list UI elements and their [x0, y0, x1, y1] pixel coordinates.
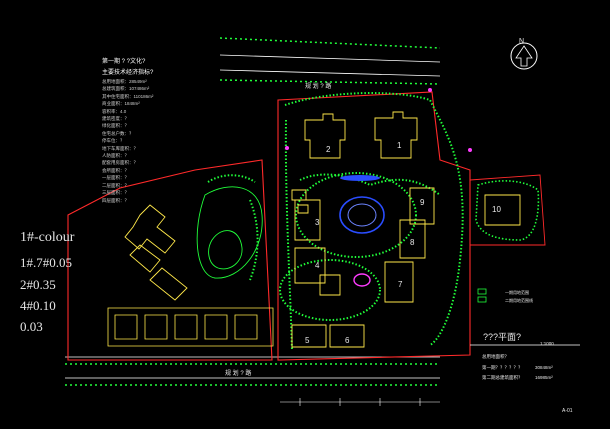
- note-line: 会所面积：？: [102, 167, 129, 173]
- building-number-6: 6: [345, 336, 350, 345]
- north-arrow: N: [510, 38, 538, 70]
- building-7: [384, 261, 414, 303]
- building-4: [294, 247, 326, 284]
- note-line: 住宅总户数：？: [102, 130, 134, 136]
- sheet-number: A-01: [562, 408, 573, 414]
- building-number-4: 4: [315, 261, 320, 270]
- building-8: [399, 219, 426, 259]
- title-block-row-2: 第一期？？？？？？: [482, 364, 523, 371]
- note-line: 二层面积：？: [102, 182, 129, 188]
- note-line: 一层面积：？: [102, 175, 129, 181]
- west-trees: [207, 174, 259, 281]
- building-small-b: [319, 274, 341, 296]
- building-number-7: 7: [398, 280, 403, 289]
- site-boundary-west: [67, 159, 273, 361]
- east-satellite-site: [469, 174, 546, 246]
- building-6: [329, 324, 365, 348]
- west-area: [107, 174, 274, 347]
- title-block-row-1: 总用地面积？: [482, 353, 509, 360]
- building-5: [291, 324, 327, 348]
- title-block: ???平面? 1:1000 总用地面积？ 第一期？？？？？？ 30848m² 第…: [470, 332, 580, 414]
- main-site-vegetation: [279, 92, 464, 351]
- building-number-10: 10: [492, 205, 501, 214]
- note-line: 人防面积：？: [102, 153, 129, 159]
- plan-legend: 一期用地范围 二期用地范围线: [477, 288, 533, 303]
- title-block-row-3-value: 16985m²: [535, 375, 553, 380]
- note-line: 地下车库面积：？: [102, 145, 138, 151]
- buildings-main: [291, 111, 521, 348]
- building-number-5: 5: [305, 336, 310, 345]
- west-buildings-cluster: [124, 204, 188, 301]
- note-line: 绿化面积：？: [102, 123, 129, 129]
- building-2: [304, 113, 346, 159]
- technical-notes-block: 第一期 ? ?文化? 主要技术经济指标? 总用地面积：28549m² 总建筑面积…: [102, 56, 202, 204]
- site-boundary-main: [277, 91, 471, 361]
- building-number-1: 1: [397, 141, 402, 150]
- line-weight-item-1: 1#.7#0.05: [20, 255, 72, 270]
- top-road: 规 划 ? 路: [219, 37, 441, 90]
- west-green-lawn-inner: [208, 230, 243, 270]
- building-number-labels: 1 2 3 4 5 6 7 8 9 10: [305, 141, 501, 345]
- note-line: 停车位：？: [102, 138, 125, 144]
- building-9: [409, 187, 435, 225]
- note-line: 三层面积：？: [102, 190, 129, 196]
- line-weight-item-4: 0.03: [20, 319, 43, 334]
- west-row-houses: [107, 307, 274, 347]
- north-arrow-label: N: [519, 38, 524, 45]
- building-small-a: [291, 189, 307, 201]
- notes-title: 第一期 ? ?文化?: [102, 59, 146, 65]
- note-line: 总用地面积：28549m²: [102, 79, 147, 84]
- top-road-label: 规 划 ? 路: [305, 82, 331, 90]
- note-line: 商业面积：1848m²: [102, 101, 140, 107]
- building-number-8: 8: [410, 238, 415, 247]
- notes-subtitle: 主要技术经济指标?: [102, 70, 154, 76]
- bottom-road-label: 规 划 ? 路: [225, 369, 251, 377]
- building-10: [484, 194, 521, 226]
- building-1: [374, 111, 418, 159]
- title-block-scale: 1:1000: [540, 341, 554, 346]
- magenta-markers: [285, 88, 472, 152]
- dimension-lines: [280, 398, 440, 406]
- note-line: 四层面积：？: [102, 197, 129, 203]
- note-line: 总建筑面积：107486m²: [102, 86, 150, 92]
- line-weight-heading: 1#-colour: [20, 230, 75, 245]
- west-green-lawn: [196, 186, 263, 279]
- plan-legend-item-1: 一期用地范围: [505, 289, 529, 295]
- central-water-feature: [339, 175, 385, 287]
- title-block-row-3: 第二期总建筑面积？: [482, 374, 523, 381]
- title-block-row-2-value: 30848m²: [535, 365, 553, 370]
- title-block-title: ???平面?: [483, 332, 521, 342]
- building-number-3: 3: [315, 218, 320, 227]
- note-line: 容积率：4.0: [102, 108, 127, 114]
- note-line: 建筑密度：？: [102, 116, 129, 122]
- building-number-2: 2: [326, 145, 331, 154]
- line-weight-item-3: 4#0.10: [20, 298, 56, 313]
- building-3: [294, 199, 321, 241]
- plan-legend-item-2: 二期用地范围线: [505, 297, 533, 303]
- note-line: 配套用房面积：？: [102, 160, 138, 166]
- building-number-9: 9: [420, 198, 425, 207]
- line-weight-item-2: 2#0.35: [20, 277, 56, 292]
- note-line: 其中住宅面积：110186m²: [102, 93, 154, 99]
